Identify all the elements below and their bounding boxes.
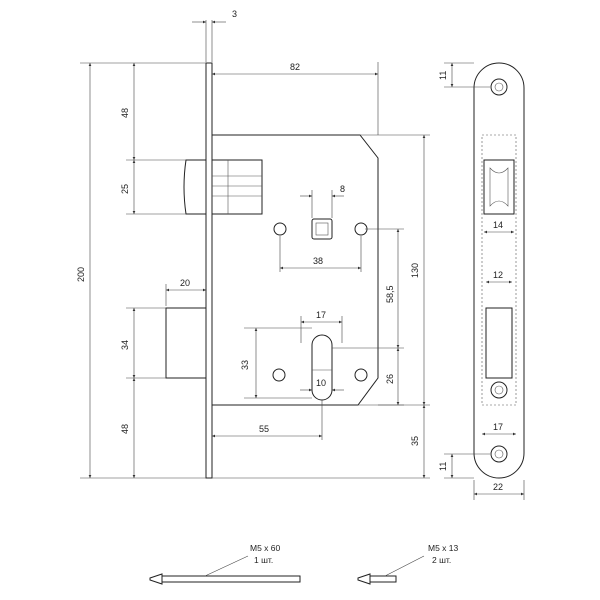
- faceplate-latch-slot: [483, 159, 515, 215]
- mount-hole-upper-left: [273, 222, 287, 236]
- dim-bolt-height: 34: [120, 340, 130, 350]
- faceplate-screw-top: [490, 78, 508, 96]
- dim-body-height: 130: [410, 263, 420, 278]
- dim-cylinder-to-bottom: 26: [385, 374, 395, 384]
- dim-backset: 55: [259, 424, 269, 434]
- screw-long-quantity: 1 шт.: [254, 555, 273, 565]
- dead-bolt: [165, 307, 207, 379]
- dim-cylinder-bottom: 10: [316, 378, 326, 388]
- dim-bolt-projection: 20: [180, 278, 190, 288]
- dim-faceplate-top-hole: 11: [438, 71, 448, 80]
- dim-bottom-offset: 35: [410, 436, 420, 446]
- dim-plate-thickness: 3: [232, 9, 237, 19]
- faceplate-bolt-slot: [485, 307, 513, 379]
- dim-body-depth: 82: [290, 62, 300, 72]
- dim-faceplate-inner: 17: [493, 422, 503, 432]
- dim-square-to-cylinder: 58,5: [385, 285, 395, 303]
- screw-long: [149, 573, 301, 585]
- mount-hole-lower-left: [272, 368, 286, 382]
- dim-faceplate-bolt: 12: [493, 270, 503, 280]
- dim-latch-height: 25: [120, 184, 130, 194]
- dim-cylinder-width: 17: [316, 310, 326, 320]
- screw-short-quantity: 2 шт.: [432, 555, 451, 565]
- screw-long-size: M5 x 60: [250, 543, 281, 553]
- front-plate-side: [205, 62, 213, 479]
- dim-faceplate-bottom-hole: 11: [438, 462, 448, 471]
- latch-bolt: [183, 159, 263, 215]
- faceplate-screw-mid: [490, 381, 508, 399]
- dim-lower-holes: 33: [240, 360, 250, 370]
- dim-mount-holes: 38: [313, 256, 323, 266]
- mount-hole-lower-right: [354, 368, 368, 382]
- spindle-square: [311, 218, 333, 240]
- dim-spindle: 8: [340, 184, 345, 194]
- dim-top-to-latch: 48: [120, 108, 130, 118]
- screw-short: [357, 573, 397, 585]
- dim-overall-height: 200: [76, 267, 86, 282]
- cylinder-cutout: [311, 334, 333, 401]
- dim-bottom-to-bolt: 48: [120, 424, 130, 434]
- dim-faceplate-latch: 14: [493, 220, 503, 230]
- faceplate-screw-bottom: [490, 445, 508, 463]
- dim-faceplate-width: 22: [493, 482, 503, 492]
- screw-short-size: M5 x 13: [428, 543, 459, 553]
